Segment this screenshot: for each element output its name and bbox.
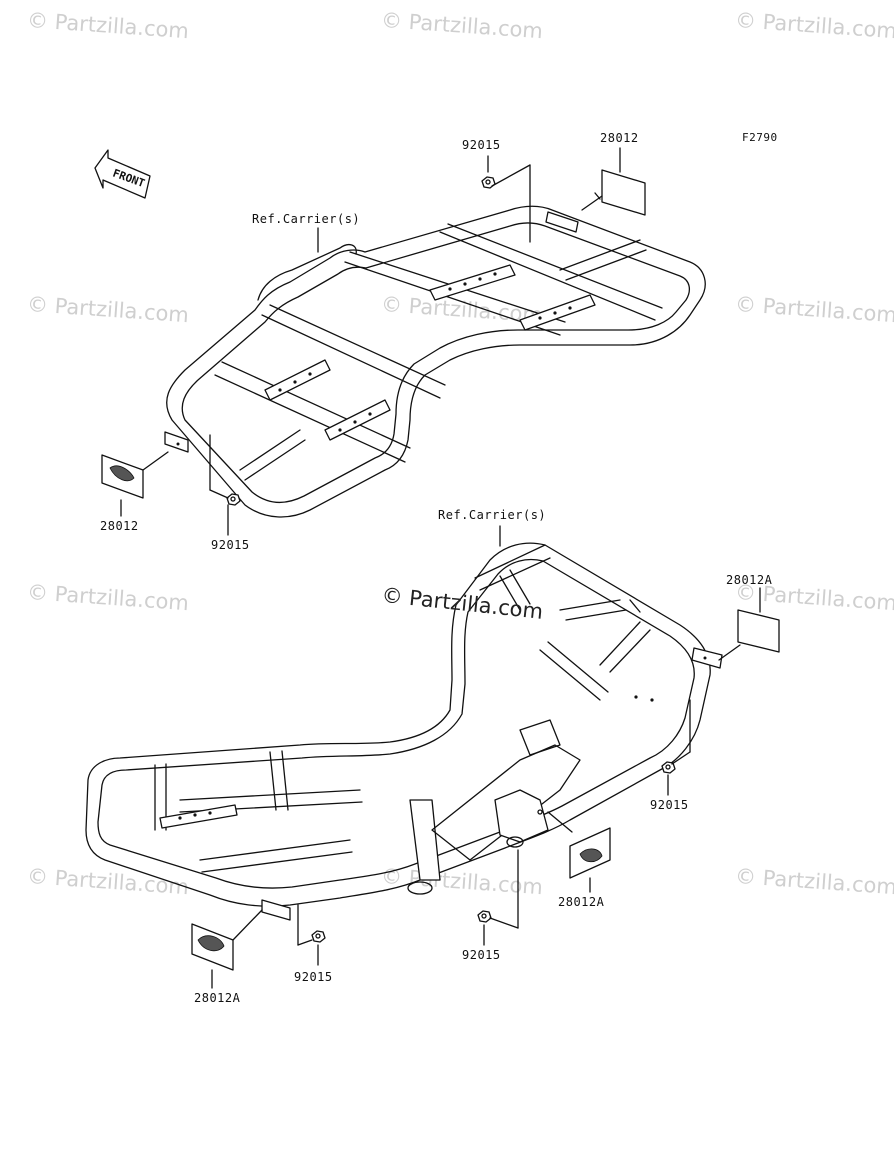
nut-92015-bottom-left xyxy=(297,904,326,966)
reflector-28012A-bottom-right xyxy=(718,587,780,661)
reflector-28012-top-right xyxy=(581,147,646,216)
ref-carrier-label-bottom: Ref.Carrier(s) xyxy=(438,508,547,522)
part-label-92015: 92015 xyxy=(294,970,333,984)
front-arrow-icon: FRONT xyxy=(94,149,151,199)
nut-92015-top-right xyxy=(481,155,531,243)
part-label-28012A: 28012A xyxy=(558,895,605,909)
part-label-28012A: 28012A xyxy=(194,991,241,1005)
part-label-92015: 92015 xyxy=(462,138,501,152)
rear-carrier xyxy=(85,542,723,921)
nut-92015-bottom-middle xyxy=(477,849,519,946)
ref-carrier-label-top: Ref.Carrier(s) xyxy=(252,212,361,226)
part-label-28012: 28012 xyxy=(100,519,139,533)
nut-92015-bottom-right xyxy=(661,699,691,796)
part-label-92015: 92015 xyxy=(462,948,501,962)
figure-code: F2790 xyxy=(742,131,778,144)
reflector-28012A-bottom-middle xyxy=(547,811,611,893)
part-label-92015: 92015 xyxy=(211,538,250,552)
part-label-92015: 92015 xyxy=(650,798,689,812)
front-carrier xyxy=(164,205,706,518)
reflector-28012A-bottom-left xyxy=(191,909,263,989)
reflector-28012-top-left xyxy=(101,451,169,517)
nut-92015-top-left xyxy=(209,434,241,536)
part-label-28012A: 28012A xyxy=(726,573,773,587)
part-label-28012: 28012 xyxy=(600,131,639,145)
